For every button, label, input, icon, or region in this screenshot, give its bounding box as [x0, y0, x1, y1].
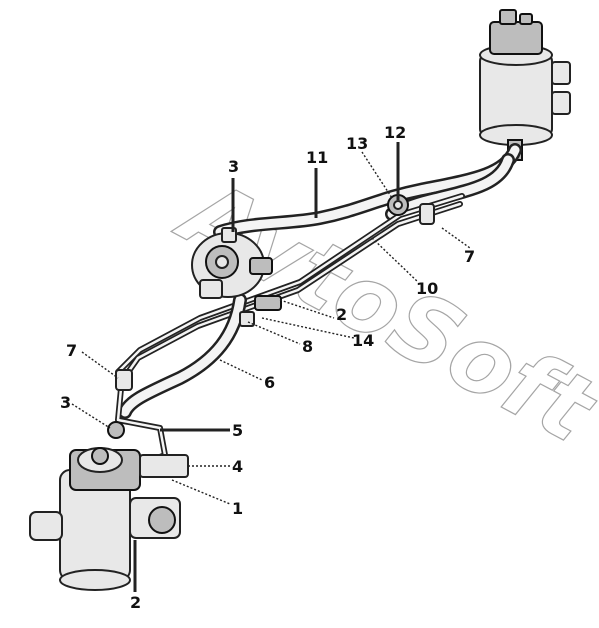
callout-3-top: 3 — [228, 157, 239, 176]
callout-7-right: 7 — [464, 247, 475, 266]
reservoir-tank — [479, 9, 571, 161]
callout-1: 1 — [232, 499, 243, 518]
fitting-3-left — [107, 421, 125, 439]
hose-11 — [213, 143, 522, 239]
tube-10 — [115, 193, 465, 381]
hose-6 — [118, 293, 247, 419]
callout-12: 12 — [384, 123, 406, 142]
steering-pump — [191, 227, 273, 299]
steering-gear — [29, 447, 189, 591]
callout-5: 5 — [232, 421, 243, 440]
callout-10: 10 — [416, 279, 438, 298]
callout-3-left: 3 — [60, 393, 71, 412]
leader-lines — [71, 142, 471, 592]
clamp-middle — [239, 295, 282, 327]
callout-6: 6 — [264, 373, 275, 392]
callout-7-left: 7 — [66, 341, 77, 360]
clamp-7-left — [115, 369, 133, 391]
callout-8: 8 — [302, 337, 313, 356]
callout-2-bottom: 2 — [130, 593, 141, 612]
callout-13: 13 — [346, 134, 368, 153]
callout-2-mid: 2 — [336, 305, 347, 324]
callout-14: 14 — [352, 331, 374, 350]
callout-11: 11 — [306, 148, 328, 167]
callout-4: 4 — [232, 457, 243, 476]
clamp-7-right — [419, 203, 435, 225]
